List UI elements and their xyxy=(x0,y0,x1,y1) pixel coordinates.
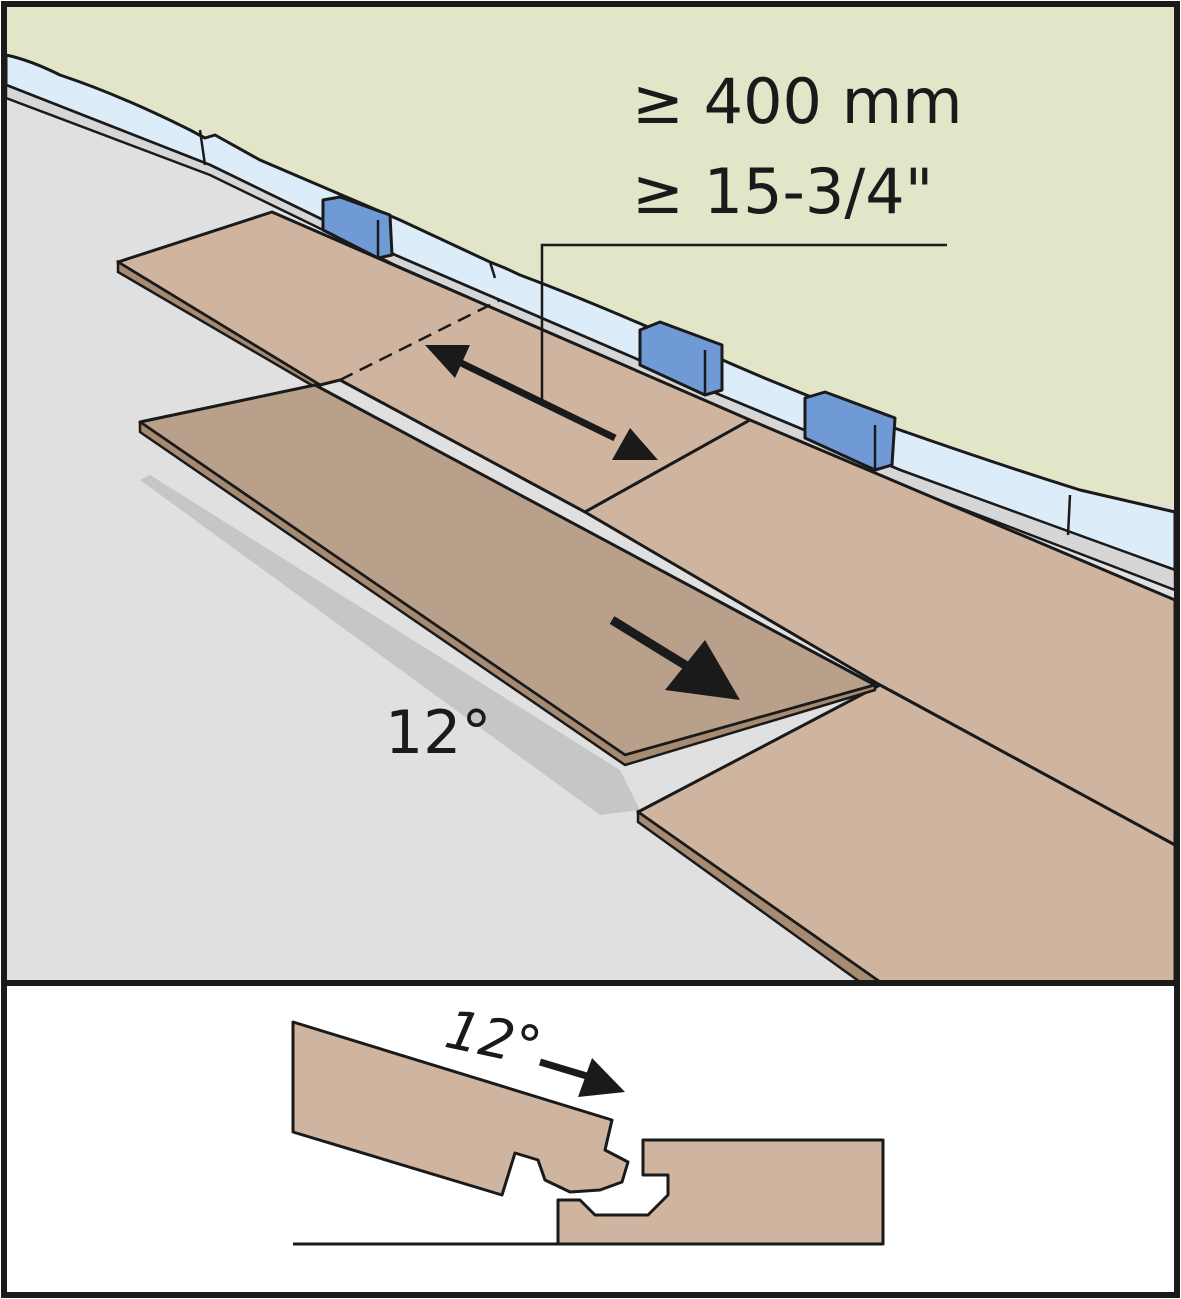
spacer-block-icon xyxy=(321,195,394,260)
detail-angled-plank xyxy=(291,1020,630,1197)
dimension-leader-line xyxy=(540,243,947,400)
foil-wrinkles xyxy=(198,129,1072,536)
plank-shadow xyxy=(140,475,640,815)
arrow-right-down-icon xyxy=(609,616,740,700)
top-panel: ≥ 400 mm ≥ 15-3/4" 12° xyxy=(4,6,1177,984)
detail-installed-plank xyxy=(556,1138,885,1246)
offset-dashed-line xyxy=(339,298,501,382)
spacer-block-icon xyxy=(638,320,724,397)
wall xyxy=(6,6,1175,505)
double-arrow-icon xyxy=(425,345,658,460)
angled-plank-edge xyxy=(138,420,877,767)
angle-main-label: 12° xyxy=(385,698,491,768)
detail-panel: 12° xyxy=(6,985,1175,1293)
min-distance-mm-label: ≥ 400 mm xyxy=(632,65,963,138)
spacer-block-icon xyxy=(803,390,897,472)
arrow-right-icon xyxy=(538,1058,625,1097)
min-distance-in-label: ≥ 15-3/4" xyxy=(632,155,933,228)
